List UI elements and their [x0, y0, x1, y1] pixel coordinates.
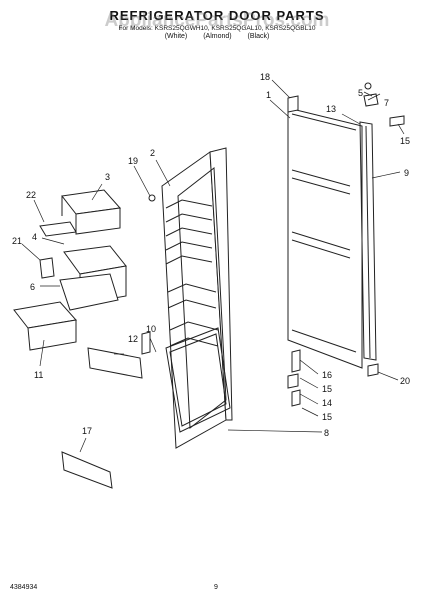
diagram-header: REFRIGERATOR DOOR PARTS For Models: KSRS… — [0, 8, 434, 40]
door-liner — [161, 147, 233, 449]
callout-12: 12 — [128, 334, 138, 344]
dairy-door-bin — [61, 189, 121, 235]
callout-22: 22 — [26, 190, 36, 200]
callout-10: 10 — [146, 324, 156, 334]
callout-4: 4 — [32, 232, 37, 242]
callout-15a: 15 — [400, 136, 410, 146]
callout-13: 13 — [326, 104, 336, 114]
callout-8: 8 — [324, 428, 329, 438]
lower-door-bin — [13, 301, 77, 351]
callout-21: 21 — [12, 236, 22, 246]
callout-6: 6 — [30, 282, 35, 292]
callout-17: 17 — [82, 426, 92, 436]
door-gasket — [165, 327, 231, 433]
door-outer-panel — [287, 107, 363, 369]
callout-11: 11 — [34, 370, 43, 380]
diagram-title: REFRIGERATOR DOOR PARTS — [109, 8, 325, 23]
watermark: AppliancePartsPros.com — [104, 10, 330, 31]
hardware-parts — [141, 82, 405, 407]
callout-16: 16 — [322, 370, 332, 380]
model-numbers: For Models: KSRS25QGWH10, KSRS25QGAL10, … — [118, 25, 316, 32]
egg-tray — [39, 221, 77, 237]
callout-7: 7 — [384, 98, 389, 108]
page-number: 9 — [214, 584, 218, 591]
callout-19: 19 — [128, 156, 138, 166]
document-number: 4384934 — [10, 584, 38, 591]
bottom-shelf-bin — [61, 451, 113, 489]
callout-14: 14 — [322, 398, 332, 408]
door-shelves — [165, 199, 219, 347]
callout-1: 1 — [266, 90, 271, 100]
callout-numbers: 1 2 3 4 5 6 7 8 9 10 11 12 13 14 15 15 1… — [12, 72, 410, 438]
egg-bin-assembly — [39, 245, 127, 311]
color-options: (White) (Almond) (Black) — [164, 33, 270, 40]
small-door-bin — [87, 347, 143, 379]
callout-18: 18 — [260, 72, 270, 82]
callout-15c: 15 — [322, 412, 332, 422]
callout-5: 5 — [358, 88, 363, 98]
callout-9: 9 — [404, 168, 409, 178]
callout-3: 3 — [105, 172, 110, 182]
callout-2: 2 — [150, 148, 155, 158]
leader-lines — [21, 79, 405, 453]
callout-20: 20 — [400, 376, 410, 386]
callout-15b: 15 — [322, 384, 332, 394]
door-trim-strip — [359, 121, 377, 361]
